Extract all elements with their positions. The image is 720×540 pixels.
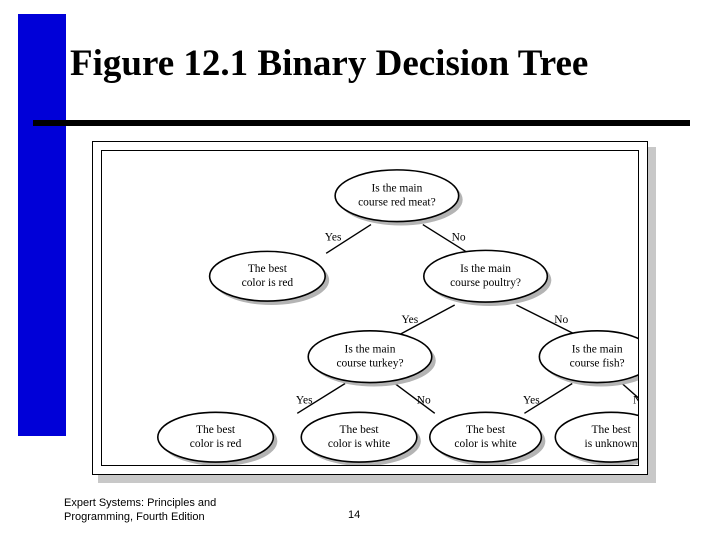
node-turkey-yes[interactable]: The best color is red (156, 411, 278, 465)
edge-label-turkey-no: No (417, 394, 431, 406)
node-root-line1: Is the main (371, 183, 422, 195)
edge-root-no (422, 223, 470, 254)
node-turkey-no[interactable]: The best color is white (300, 411, 421, 465)
edge-label-poultry-no: No (554, 314, 568, 326)
node-turkey-line2: course turkey? (336, 358, 403, 370)
node-fish-no-line2: is unknown (585, 438, 638, 450)
node-turkey-yes-line2: color is red (190, 438, 242, 450)
node-poultry-line1: Is the main (460, 263, 511, 275)
figure-inner-border: Yes No Yes No Yes No Yes No Is the main … (101, 150, 639, 466)
page-title: Figure 12.1 Binary Decision Tree (70, 43, 589, 84)
figure-frame: Yes No Yes No Yes No Yes No Is the main … (92, 141, 648, 475)
node-fish[interactable]: Is the main course fish? (538, 330, 638, 387)
node-turkey-no-line1: The best (339, 424, 379, 436)
edge-turkey-no (394, 382, 436, 414)
edge-root-yes (325, 223, 372, 254)
node-fish-no[interactable]: The best is unknown (554, 411, 638, 465)
node-fish-no-line1: The best (592, 424, 632, 436)
page-number: 14 (348, 509, 361, 521)
node-fish-line1: Is the main (572, 344, 623, 356)
edge-poultry-yes (400, 304, 456, 335)
binary-decision-tree-diagram: Yes No Yes No Yes No Yes No Is the main … (156, 169, 638, 465)
node-red-meat-yes[interactable]: The best color is red (208, 250, 330, 306)
node-red-meat-yes-line1: The best (248, 263, 288, 275)
node-turkey-no-line2: color is white (328, 438, 390, 450)
footer-source: Expert Systems: Principles and Programmi… (64, 496, 294, 524)
accent-bar (18, 14, 66, 436)
node-turkey[interactable]: Is the main course turkey? (307, 330, 436, 387)
node-root[interactable]: Is the main course red meat? (334, 169, 463, 226)
node-fish-line2: course fish? (570, 358, 625, 370)
footer-source-line1: Expert Systems: Principles and (64, 497, 217, 509)
edge-label-poultry-yes: Yes (402, 314, 419, 326)
edge-label-root-yes: Yes (325, 231, 342, 243)
node-poultry[interactable]: Is the main course poultry? (423, 249, 552, 307)
edge-label-fish-no: No (633, 394, 638, 406)
edge-label-turkey-yes: Yes (296, 394, 313, 406)
edge-fish-no (621, 382, 638, 399)
node-red-meat-yes-line2: color is red (242, 277, 294, 289)
node-turkey-line1: Is the main (345, 344, 396, 356)
node-turkey-yes-line1: The best (196, 424, 236, 436)
node-fish-yes-line1: The best (466, 424, 506, 436)
edge-label-fish-yes: Yes (523, 394, 540, 406)
edge-turkey-yes (296, 382, 346, 414)
node-fish-yes-line2: color is white (454, 438, 516, 450)
edge-label-root-no: No (452, 231, 466, 243)
edge-poultry-no (516, 304, 575, 335)
node-poultry-line2: course poultry? (450, 277, 521, 289)
edge-fish-yes (524, 382, 573, 414)
node-root-line2: course red meat? (358, 197, 436, 209)
node-fish-yes[interactable]: The best color is white (428, 411, 546, 465)
title-divider (33, 120, 690, 126)
footer-source-line2: Programming, Fourth Edition (64, 511, 205, 523)
